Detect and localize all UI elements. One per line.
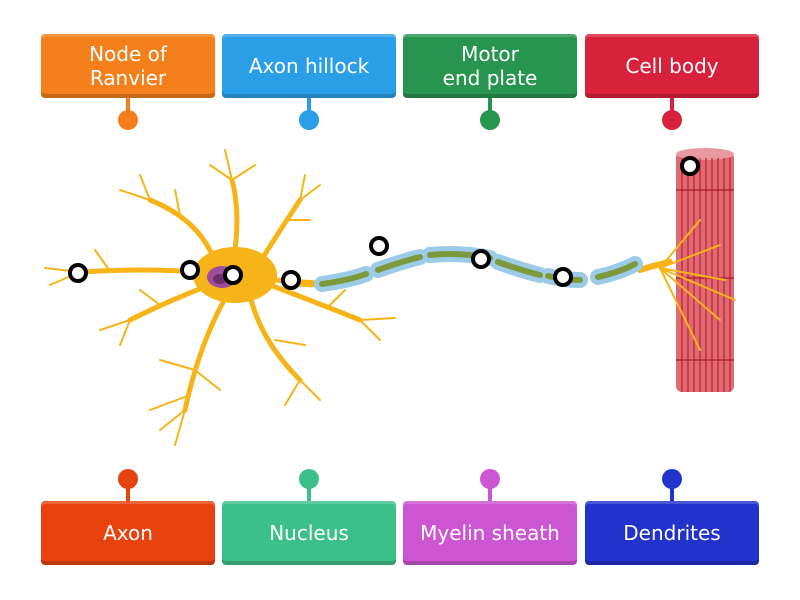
label-text: Axon [103, 521, 153, 545]
label-text: Cell body [625, 54, 719, 78]
label-card-axon[interactable]: Axon [41, 501, 215, 565]
hotspot-axon[interactable] [369, 236, 389, 256]
label-text: Myelin sheath [420, 521, 560, 545]
connector-pin[interactable] [480, 469, 500, 489]
label-text: Node of Ranvier [89, 42, 167, 90]
label-card-cell-body[interactable]: Cell body [585, 34, 759, 98]
connector-pin[interactable] [299, 110, 319, 130]
connector-pin[interactable] [662, 110, 682, 130]
connector-pin[interactable] [662, 469, 682, 489]
label-card-nucleus[interactable]: Nucleus [222, 501, 396, 565]
label-text: Nucleus [269, 521, 349, 545]
neuron [44, 149, 736, 446]
connector-stem [126, 98, 130, 112]
hotspot-motor-end-plate[interactable] [680, 156, 700, 176]
connector-pin[interactable] [118, 110, 138, 130]
hotspot-nucleus[interactable] [223, 265, 243, 285]
hotspot-node-of-ranvier[interactable] [553, 267, 573, 287]
label-card-node-of-ranvier[interactable]: Node of Ranvier [41, 34, 215, 98]
hotspot-myelin-sheath[interactable] [471, 249, 491, 269]
label-text: Motor end plate [442, 42, 538, 90]
label-card-axon-hillock[interactable]: Axon hillock [222, 34, 396, 98]
muscle-fiber [676, 148, 734, 392]
connector-pin[interactable] [118, 469, 138, 489]
connector-stem [488, 487, 492, 501]
label-card-myelin-sheath[interactable]: Myelin sheath [403, 501, 577, 565]
connector-stem [670, 487, 674, 501]
label-card-motor-end-plate[interactable]: Motor end plate [403, 34, 577, 98]
connector-stem [307, 98, 311, 112]
label-text: Axon hillock [248, 54, 370, 78]
connector-stem [670, 98, 674, 112]
myelinated-axon [281, 246, 643, 292]
label-card-dendrites[interactable]: Dendrites [585, 501, 759, 565]
connector-stem [126, 487, 130, 501]
label-text: Dendrites [623, 521, 721, 545]
connector-stem [307, 487, 311, 501]
hotspot-dendrite-base[interactable] [180, 260, 200, 280]
connector-pin[interactable] [299, 469, 319, 489]
hotspot-axon-hillock[interactable] [281, 270, 301, 290]
hotspot-dendrite-tip[interactable] [68, 263, 88, 283]
connector-stem [488, 98, 492, 112]
connector-pin[interactable] [480, 110, 500, 130]
